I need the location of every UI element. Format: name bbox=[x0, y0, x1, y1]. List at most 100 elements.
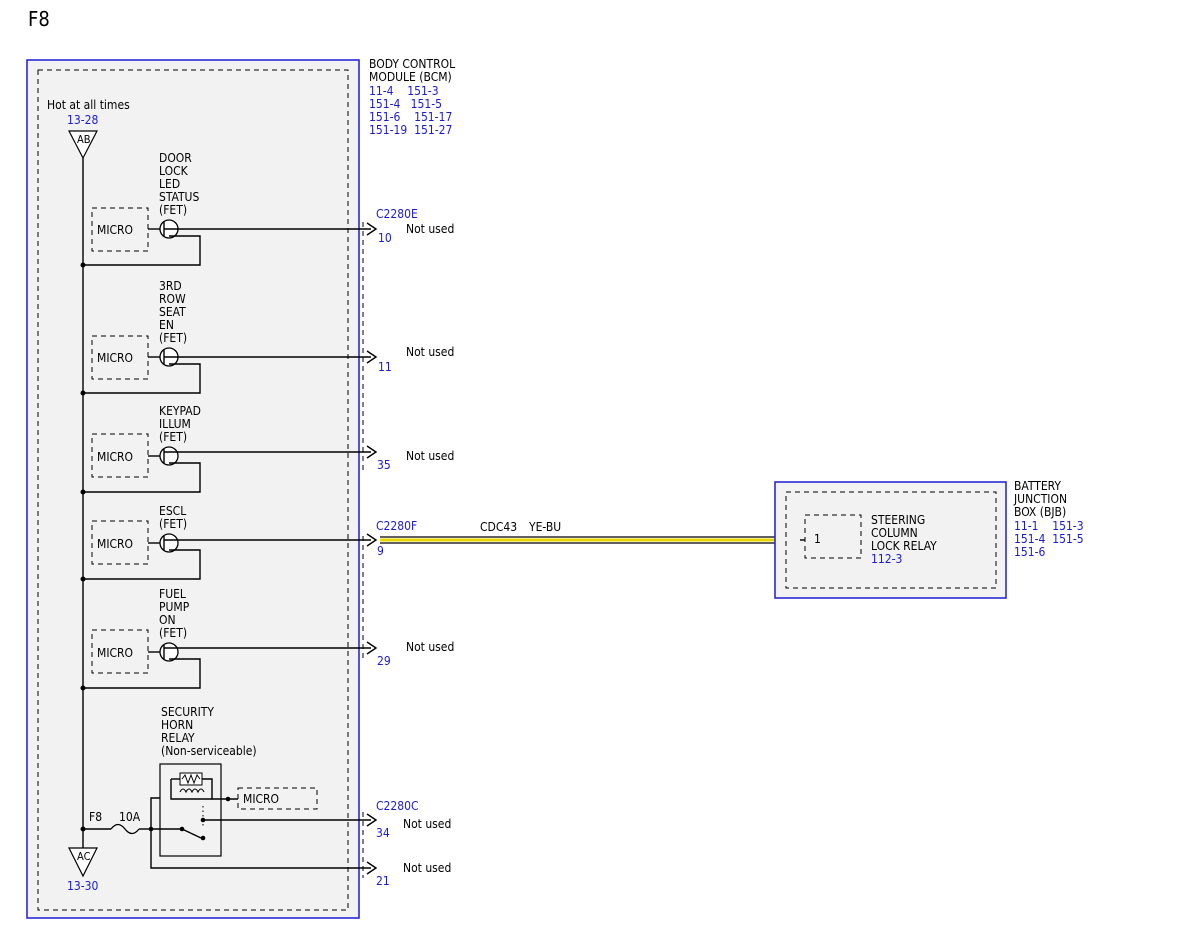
relay-label-line: (Non-serviceable) bbox=[161, 744, 257, 758]
security-horn-relay: SECURITY HORN RELAY (Non-serviceable) MI… bbox=[80, 705, 451, 888]
connector-label: C2280F bbox=[376, 519, 417, 533]
circuit-code: CDC43 bbox=[480, 520, 517, 534]
pin-note: Not used bbox=[406, 449, 454, 463]
pin-number: 21 bbox=[376, 874, 390, 888]
micro-box bbox=[91, 335, 149, 380]
connector-arrow-icon bbox=[366, 533, 378, 547]
relay-coil-icon bbox=[179, 788, 205, 794]
terminal-ab-icon bbox=[68, 130, 98, 160]
relay-label-line: RELAY bbox=[161, 731, 195, 745]
bjb-pin-number: 1 bbox=[814, 532, 821, 546]
connector-arrow-icon bbox=[366, 813, 378, 827]
fuse-rating: 10A bbox=[119, 810, 141, 824]
output-door-lock-led: DOOR LOCK LED STATUS (FET) MICRO C2280E … bbox=[80, 151, 454, 268]
output-label-line: (FET) bbox=[159, 331, 187, 345]
bjb-ref-2: 151-4 151-5 bbox=[1014, 532, 1084, 546]
micro-label: MICRO bbox=[97, 646, 133, 660]
output-label-line: (FET) bbox=[159, 517, 187, 531]
connector-arrow-icon bbox=[366, 350, 378, 364]
output-label-line: (FET) bbox=[159, 203, 187, 217]
power-top-ref: 13-28 bbox=[67, 113, 98, 127]
pin-note: Not used bbox=[406, 640, 454, 654]
relay-label-line: HORN bbox=[161, 718, 193, 732]
bcm-ref-4: 151-19 151-27 bbox=[369, 123, 452, 137]
relay-switch-icon bbox=[181, 828, 202, 839]
bcm-title-line-1: BODY CONTROL bbox=[369, 57, 455, 71]
output-label-line: FUEL bbox=[159, 587, 186, 601]
page-title: F8 bbox=[28, 7, 50, 31]
micro-box bbox=[91, 629, 149, 674]
terminal-ac-icon bbox=[68, 847, 98, 878]
output-label-line: (FET) bbox=[159, 430, 187, 444]
connector-label: C2280C bbox=[376, 799, 419, 813]
connector-arrow-icon bbox=[366, 445, 378, 459]
power-bottom-ref: 13-30 bbox=[67, 879, 98, 893]
pin-number: 10 bbox=[378, 231, 392, 245]
output-label-line: LED bbox=[159, 177, 180, 191]
micro-box bbox=[91, 207, 149, 252]
output-fuel-pump: FUEL PUMP ON (FET) MICRO 29 Not used bbox=[80, 587, 454, 691]
output-label-line: 3RD bbox=[159, 279, 182, 293]
bjb-relay-box bbox=[804, 514, 862, 559]
output-label-line: DOOR bbox=[159, 151, 192, 165]
connector-label: C2280E bbox=[376, 207, 418, 221]
bjb-title-line-2: JUNCTION bbox=[1013, 492, 1067, 506]
pin-note: Not used bbox=[403, 817, 451, 831]
terminal-ac-label: AC bbox=[77, 850, 91, 863]
output-label-line: EN bbox=[159, 318, 174, 332]
output-label-line: SEAT bbox=[159, 305, 186, 319]
relay-micro-label: MICRO bbox=[243, 792, 279, 806]
output-label-line: KEYPAD bbox=[159, 404, 201, 418]
pin-note: Not used bbox=[403, 861, 451, 875]
output-3rd-row-seat: 3RD ROW SEAT EN (FET) MICRO 11 Not used bbox=[80, 279, 454, 396]
pin-number: 9 bbox=[377, 544, 384, 558]
micro-label: MICRO bbox=[97, 450, 133, 464]
bcm-title-line-2: MODULE (BCM) bbox=[369, 70, 452, 84]
bjb-component-line: LOCK RELAY bbox=[871, 539, 937, 553]
connector-arrow-icon bbox=[366, 641, 378, 655]
output-label-line: STATUS bbox=[159, 190, 199, 204]
micro-box bbox=[91, 520, 149, 565]
pin-note: Not used bbox=[406, 222, 454, 236]
output-label-line: ON bbox=[159, 613, 176, 627]
output-keypad-illum: KEYPAD ILLUM (FET) MICRO 35 Not used bbox=[80, 404, 454, 495]
micro-label: MICRO bbox=[97, 223, 133, 237]
output-label-line: PUMP bbox=[159, 600, 190, 614]
circuit-color: YE-BU bbox=[528, 520, 561, 534]
fuse-icon bbox=[110, 823, 140, 835]
bjb-ref-1: 11-1 151-3 bbox=[1014, 519, 1084, 533]
output-label-line: ILLUM bbox=[159, 417, 191, 431]
connector-arrow-icon bbox=[366, 861, 378, 875]
bjb-title-line-3: BOX (BJB) bbox=[1014, 505, 1066, 519]
pin-number: 35 bbox=[377, 458, 391, 472]
relay-label-line: SECURITY bbox=[161, 705, 214, 719]
harness-wire-cdc43: CDC43 YE-BU bbox=[380, 520, 805, 544]
bjb-component-line: COLUMN bbox=[871, 526, 918, 540]
relay-micro-box bbox=[237, 787, 318, 810]
pin-number: 29 bbox=[377, 654, 391, 668]
output-label-line: (FET) bbox=[159, 626, 187, 640]
output-label-line: ROW bbox=[159, 292, 186, 306]
bjb-ref-3: 151-6 bbox=[1014, 545, 1045, 559]
micro-box bbox=[91, 433, 149, 478]
connector-arrow-icon bbox=[366, 222, 378, 236]
bcm-ref-2: 151-4 151-5 bbox=[369, 97, 442, 111]
bjb-component-line: STEERING bbox=[871, 513, 925, 527]
pin-number: 11 bbox=[378, 360, 392, 374]
bjb-module-box bbox=[774, 481, 1007, 599]
battery-junction-box: 1 STEERING COLUMN LOCK RELAY 112-3 BATTE… bbox=[774, 479, 1084, 599]
micro-label: MICRO bbox=[97, 351, 133, 365]
relay-output-wire-21 bbox=[150, 829, 371, 869]
bcm-inner-boundary bbox=[37, 69, 349, 911]
pin-note: Not used bbox=[406, 345, 454, 359]
output-label-line: ESCL bbox=[159, 504, 186, 518]
output-escl: ESCL (FET) MICRO C2280F 9 bbox=[80, 504, 417, 582]
fet-source-wire bbox=[83, 235, 201, 266]
bjb-title-line-1: BATTERY bbox=[1014, 479, 1061, 493]
micro-label: MICRO bbox=[97, 537, 133, 551]
bjb-component-ref: 112-3 bbox=[871, 552, 902, 566]
bcm-ref-1: 11-4 151-3 bbox=[369, 84, 439, 98]
bcm-ref-3: 151-6 151-17 bbox=[369, 110, 452, 124]
pin-number: 34 bbox=[376, 826, 390, 840]
